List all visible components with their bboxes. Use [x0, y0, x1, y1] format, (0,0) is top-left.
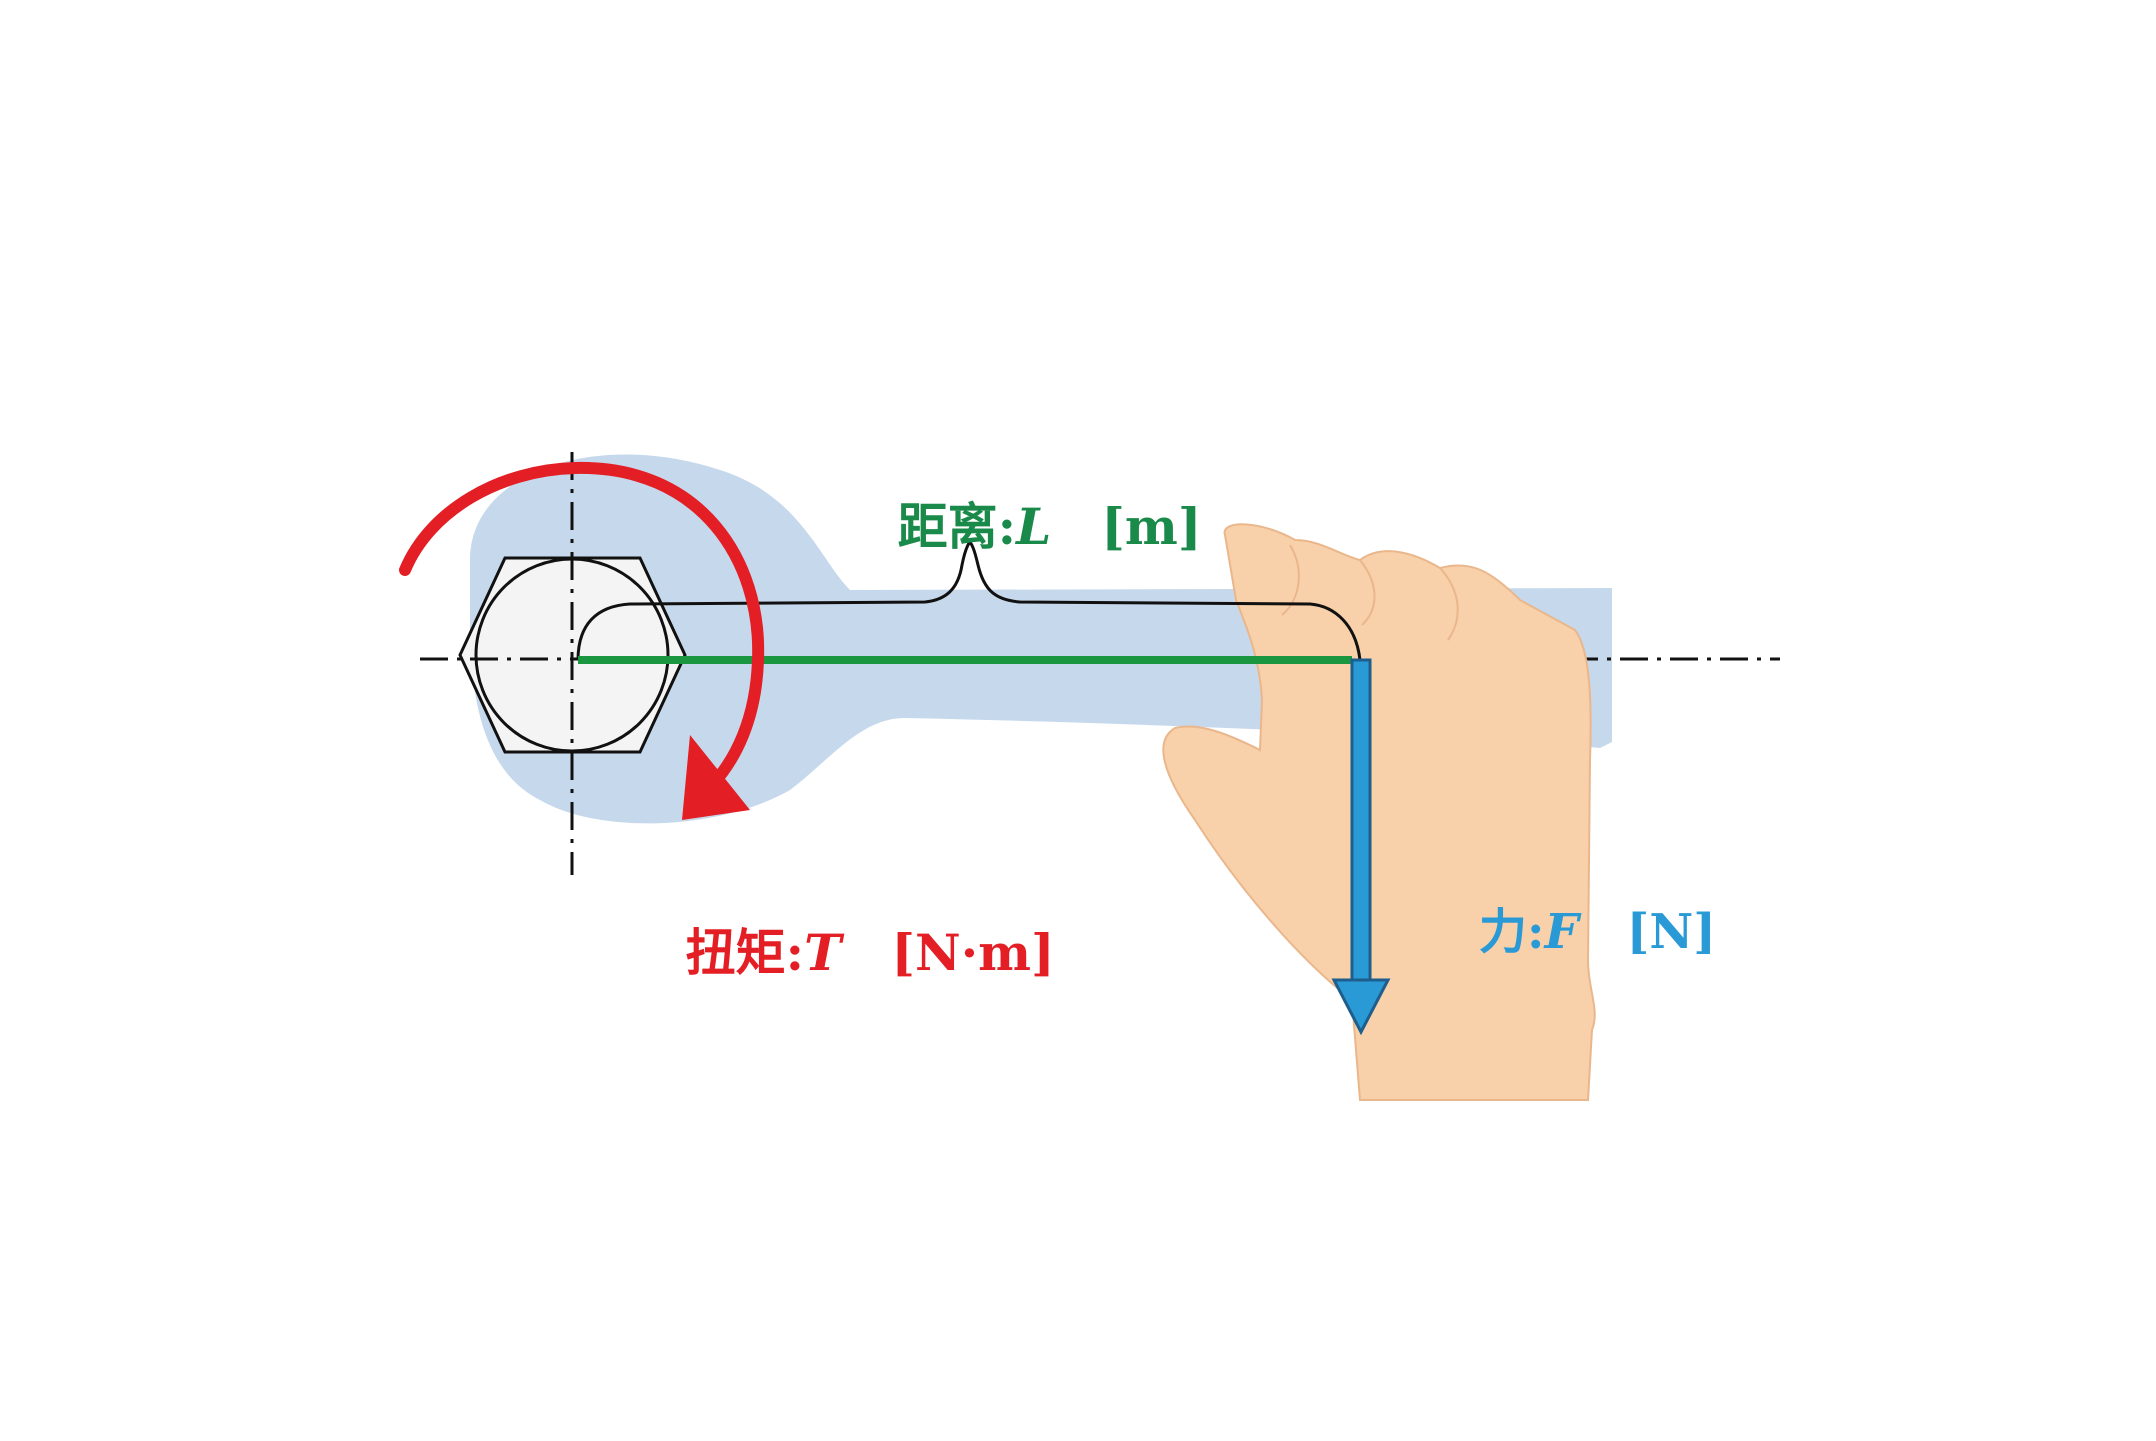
- distance-label: 距离:L [m]: [828, 452, 1202, 602]
- knuckle-crease-1: [1281, 544, 1300, 616]
- distance-label-var: L: [1016, 497, 1052, 556]
- distance-brace: [576, 539, 1362, 661]
- distance-label-unit: [m]: [1101, 497, 1202, 556]
- force-label-var: F: [1544, 904, 1579, 960]
- torque-label-unit: [N·m]: [891, 923, 1055, 982]
- knuckle-crease-3: [1439, 567, 1459, 641]
- torque-label: 扭矩:T [N·m]: [616, 878, 1055, 1028]
- distance-label-prefix: 距离:: [897, 497, 1017, 556]
- knuckle-crease-2: [1359, 559, 1376, 626]
- force-label-prefix: 力:: [1478, 904, 1545, 960]
- torque-arrow: [399, 461, 765, 791]
- force-label: 力:F [N]: [1412, 860, 1716, 1004]
- force-arrow-shaft: [1350, 658, 1372, 987]
- hand-icon: [1162, 523, 1596, 1101]
- torque-label-var: T: [804, 923, 842, 982]
- torque-label-prefix: 扭矩:: [685, 923, 805, 982]
- torque-arrowhead: [682, 735, 750, 820]
- force-arrowhead: [1331, 978, 1391, 1036]
- force-label-unit: [N]: [1626, 904, 1716, 960]
